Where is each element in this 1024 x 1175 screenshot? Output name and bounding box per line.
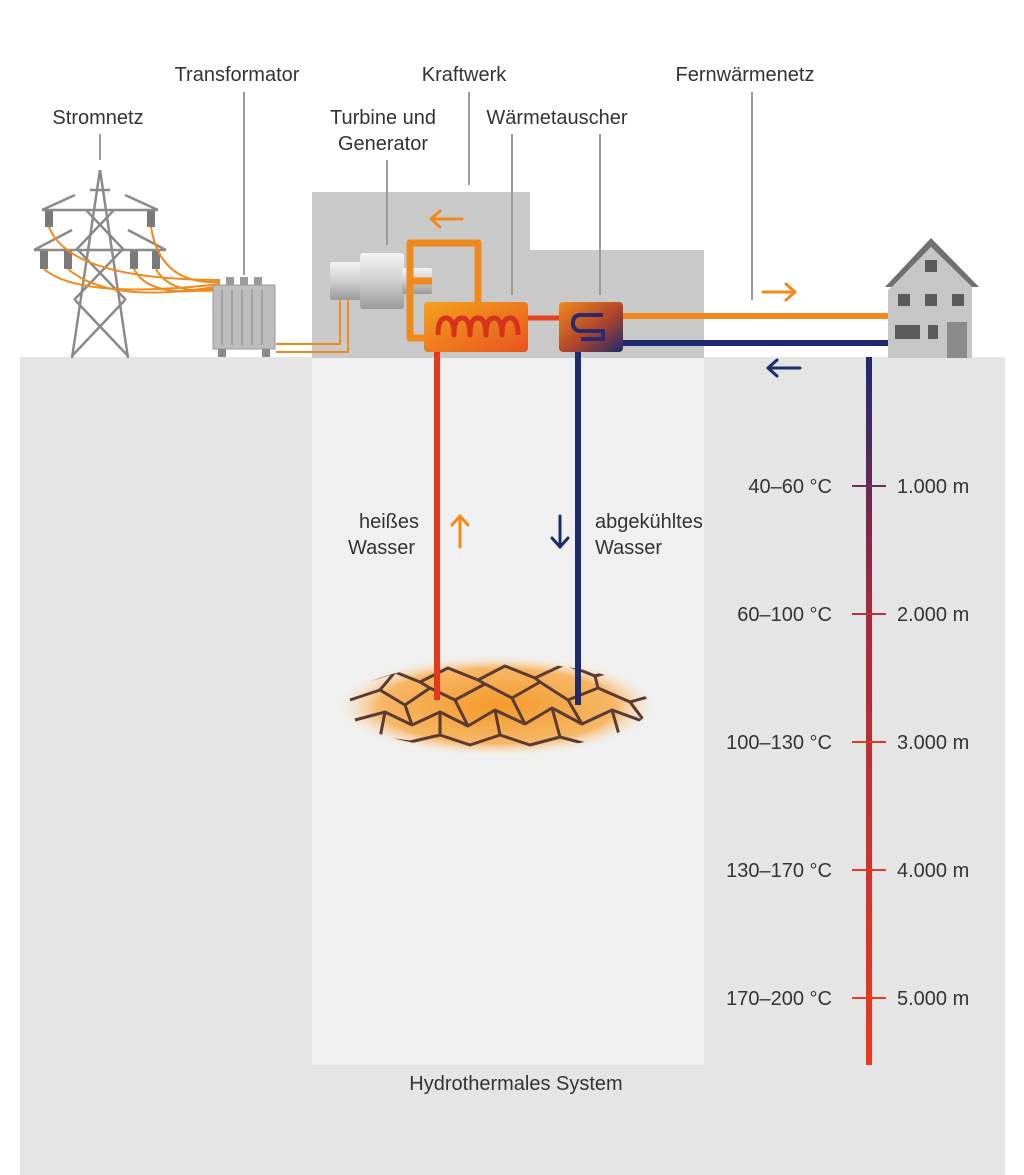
label-turbine-line1: Turbine und xyxy=(330,107,436,129)
arrow-up-icon xyxy=(450,514,470,549)
depth-value-label: 1.000 m xyxy=(897,476,969,498)
depth-value-label: 5.000 m xyxy=(897,988,969,1010)
heat-exchanger-main xyxy=(424,302,528,352)
label-waermetauscher: Wärmetauscher xyxy=(486,107,627,129)
reservoir xyxy=(339,656,655,756)
arrow-down-icon xyxy=(550,514,570,549)
label-hot-water-line1: heißes xyxy=(359,511,419,533)
label-cooled-water-line1: abgekühltes xyxy=(595,511,703,533)
label-fernwaermenetz: Fernwärmenetz xyxy=(676,64,815,86)
steam-loop xyxy=(406,239,482,342)
depth-temperature-label: 60–100 °C xyxy=(737,604,832,626)
power-lines xyxy=(43,226,221,294)
label-stromnetz: Stromnetz xyxy=(52,107,143,129)
depth-value-label: 2.000 m xyxy=(897,604,969,626)
turbine-generator-icon xyxy=(330,253,432,309)
arrow-left-icon xyxy=(429,209,464,229)
depth-temperature-label: 130–170 °C xyxy=(726,860,832,882)
transformer-icon xyxy=(212,277,276,357)
label-kraftwerk: Kraftwerk xyxy=(422,64,507,86)
pylon-icon xyxy=(33,169,167,359)
label-hot-water-line2: Wasser xyxy=(348,537,415,559)
depth-temperature-label: 100–130 °C xyxy=(726,732,832,754)
label-cooled-water-line2: Wasser xyxy=(595,537,662,559)
depth-ticks xyxy=(852,485,886,999)
depth-value-label: 4.000 m xyxy=(897,860,969,882)
depth-temperature-label: 40–60 °C xyxy=(748,476,832,498)
depth-scale-line xyxy=(866,357,872,1065)
leader-lines xyxy=(99,92,753,300)
pylon-insulators xyxy=(40,211,160,269)
generator-cables xyxy=(276,300,349,353)
house-icon xyxy=(885,238,979,358)
depth-temperature-label: 170–200 °C xyxy=(726,988,832,1010)
arrow-right-icon xyxy=(761,282,797,302)
label-system: Hydrothermales System xyxy=(409,1073,622,1095)
depth-value-label: 3.000 m xyxy=(897,732,969,754)
label-transformator: Transformator xyxy=(175,64,300,86)
arrow-left-return-icon xyxy=(766,358,802,378)
heat-exchanger-district xyxy=(559,302,623,352)
label-turbine-line2: Generator xyxy=(338,133,428,155)
